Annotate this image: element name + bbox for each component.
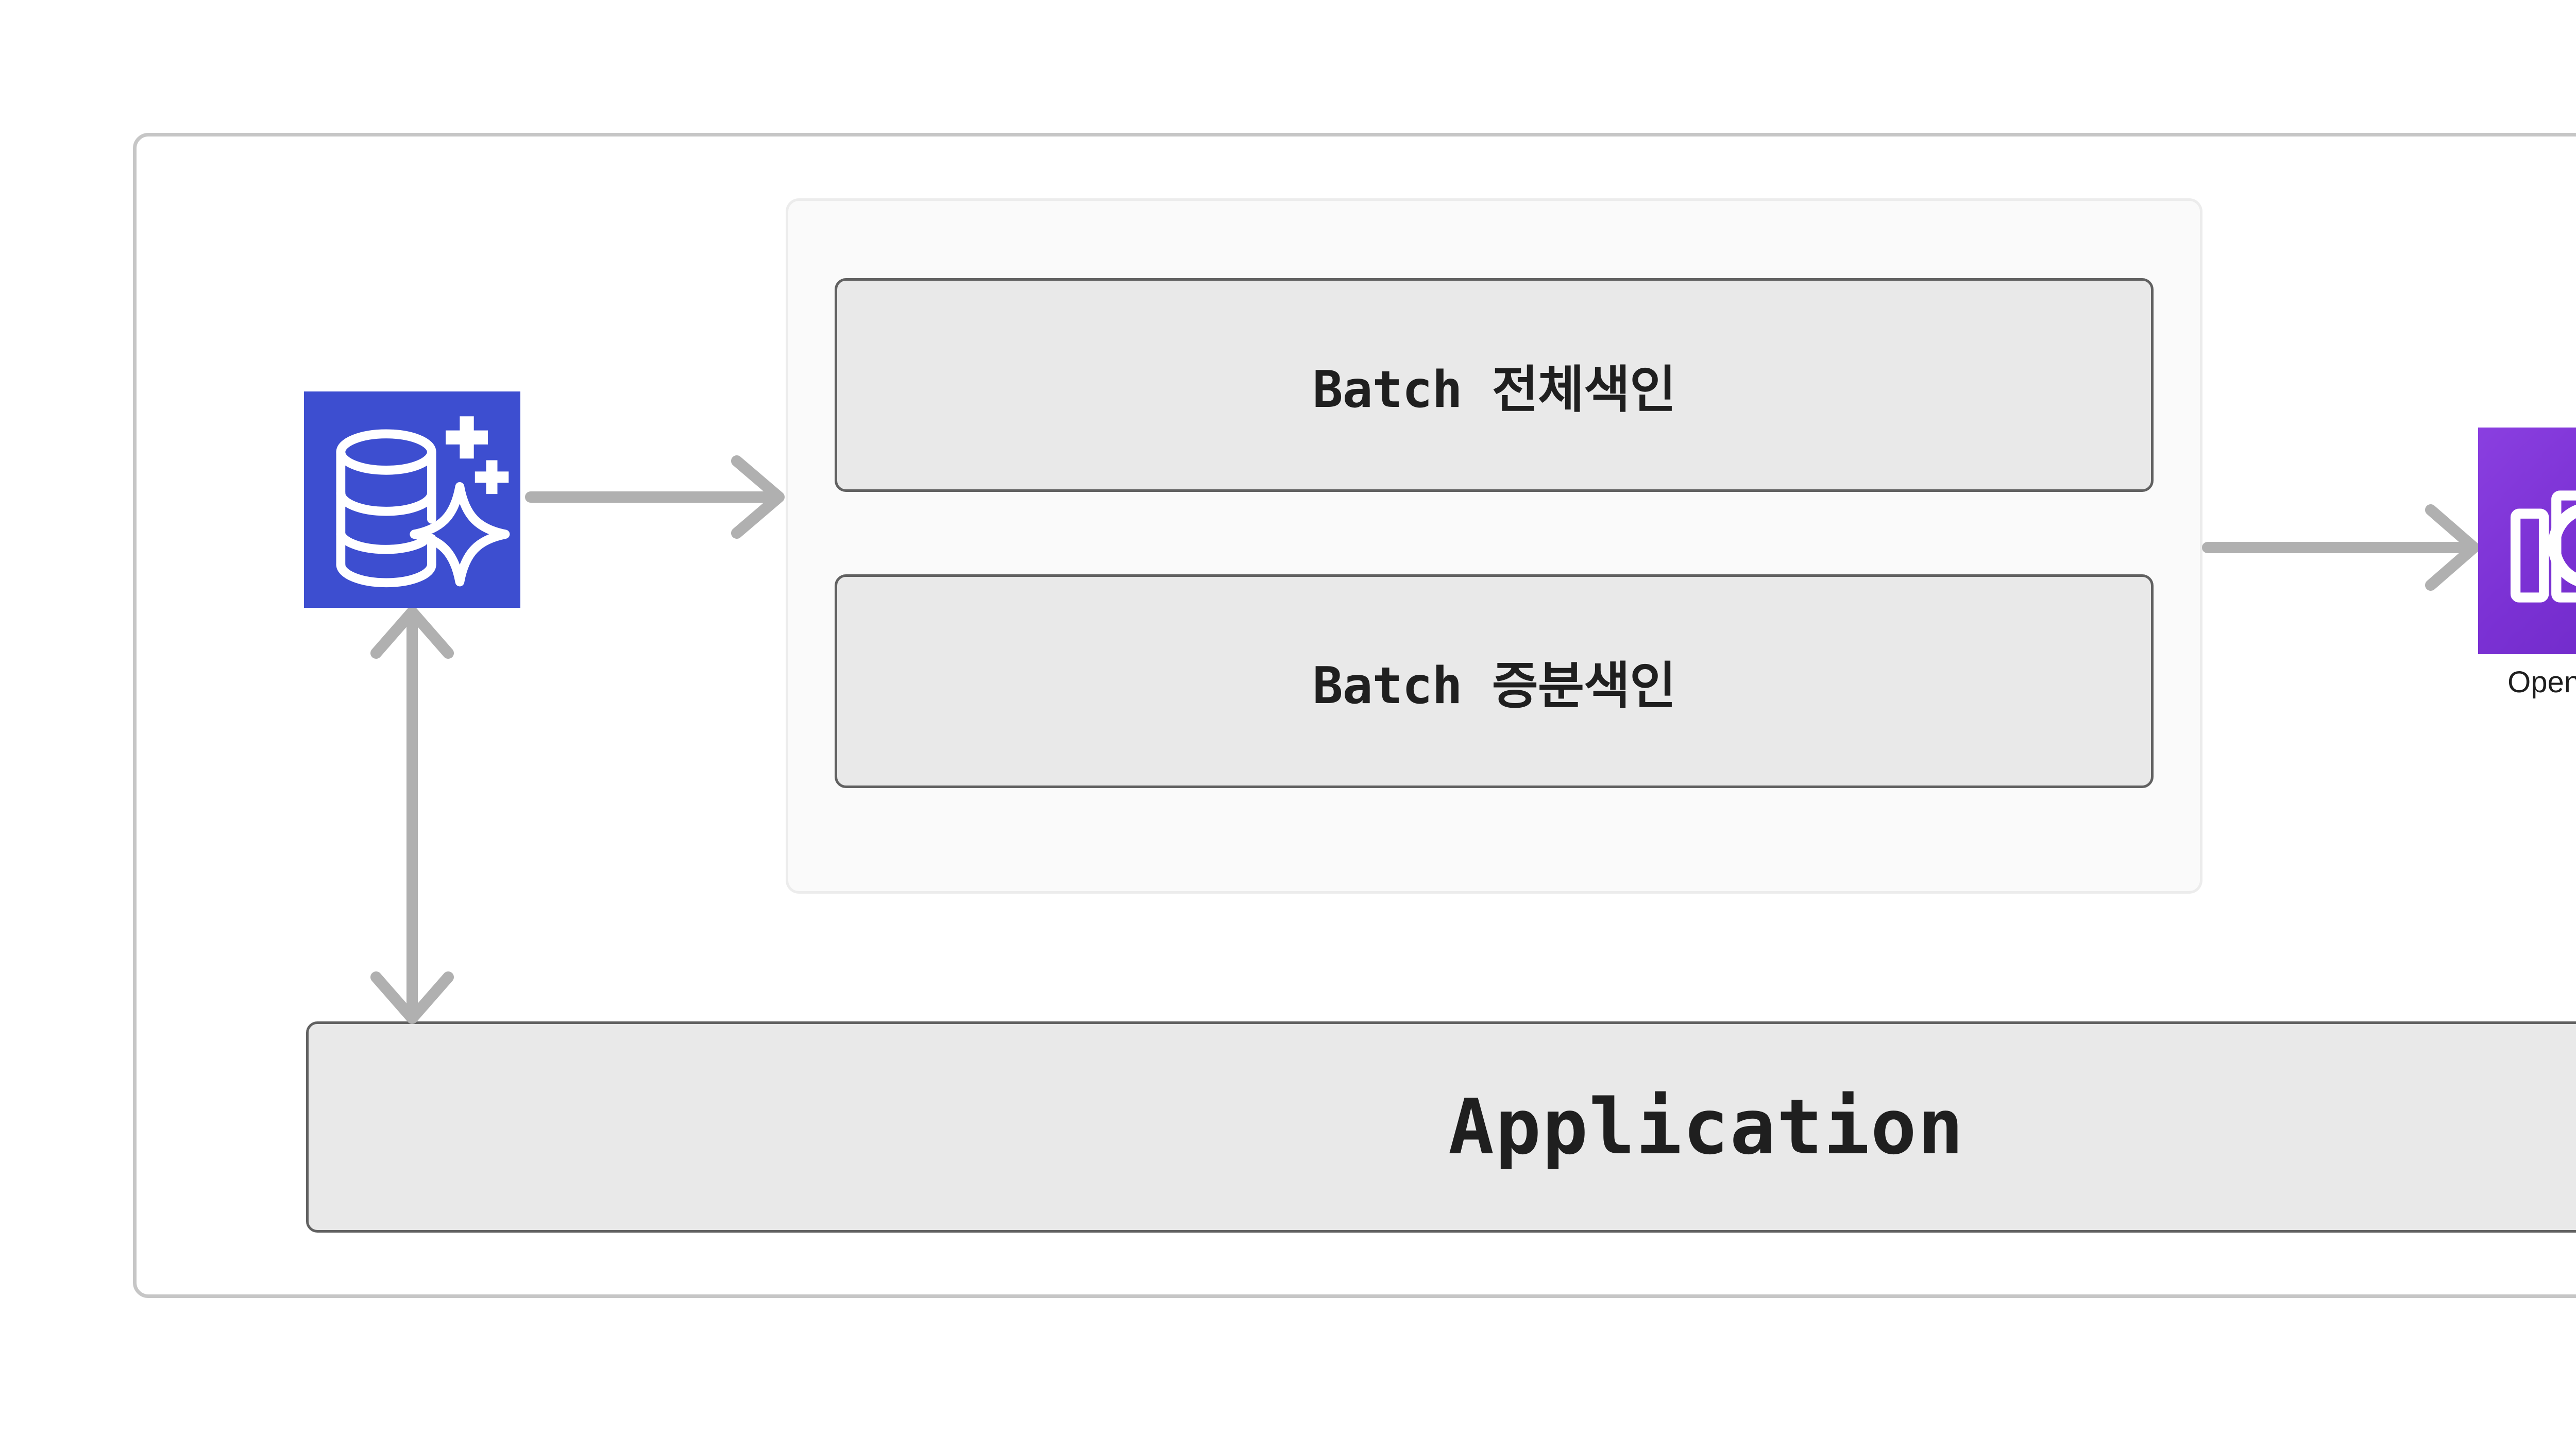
application-box[interactable]: Application xyxy=(306,1021,2576,1233)
node-opensearch[interactable]: OpenSearch xyxy=(2478,428,2576,697)
application-label: Application xyxy=(1448,1083,1965,1171)
node-database[interactable] xyxy=(304,391,520,608)
batch-incremental-index-label: Batch 증분색인 xyxy=(1312,656,1676,715)
batch-full-index-box[interactable]: Batch 전체색인 xyxy=(835,278,2154,492)
opensearch-caption: OpenSearch xyxy=(2507,665,2576,699)
database-sparkle-icon xyxy=(304,391,520,608)
batch-incremental-index-box[interactable]: Batch 증분색인 xyxy=(835,574,2154,788)
opensearch-icon xyxy=(2478,428,2576,654)
batch-full-index-label: Batch 전체색인 xyxy=(1312,360,1676,419)
